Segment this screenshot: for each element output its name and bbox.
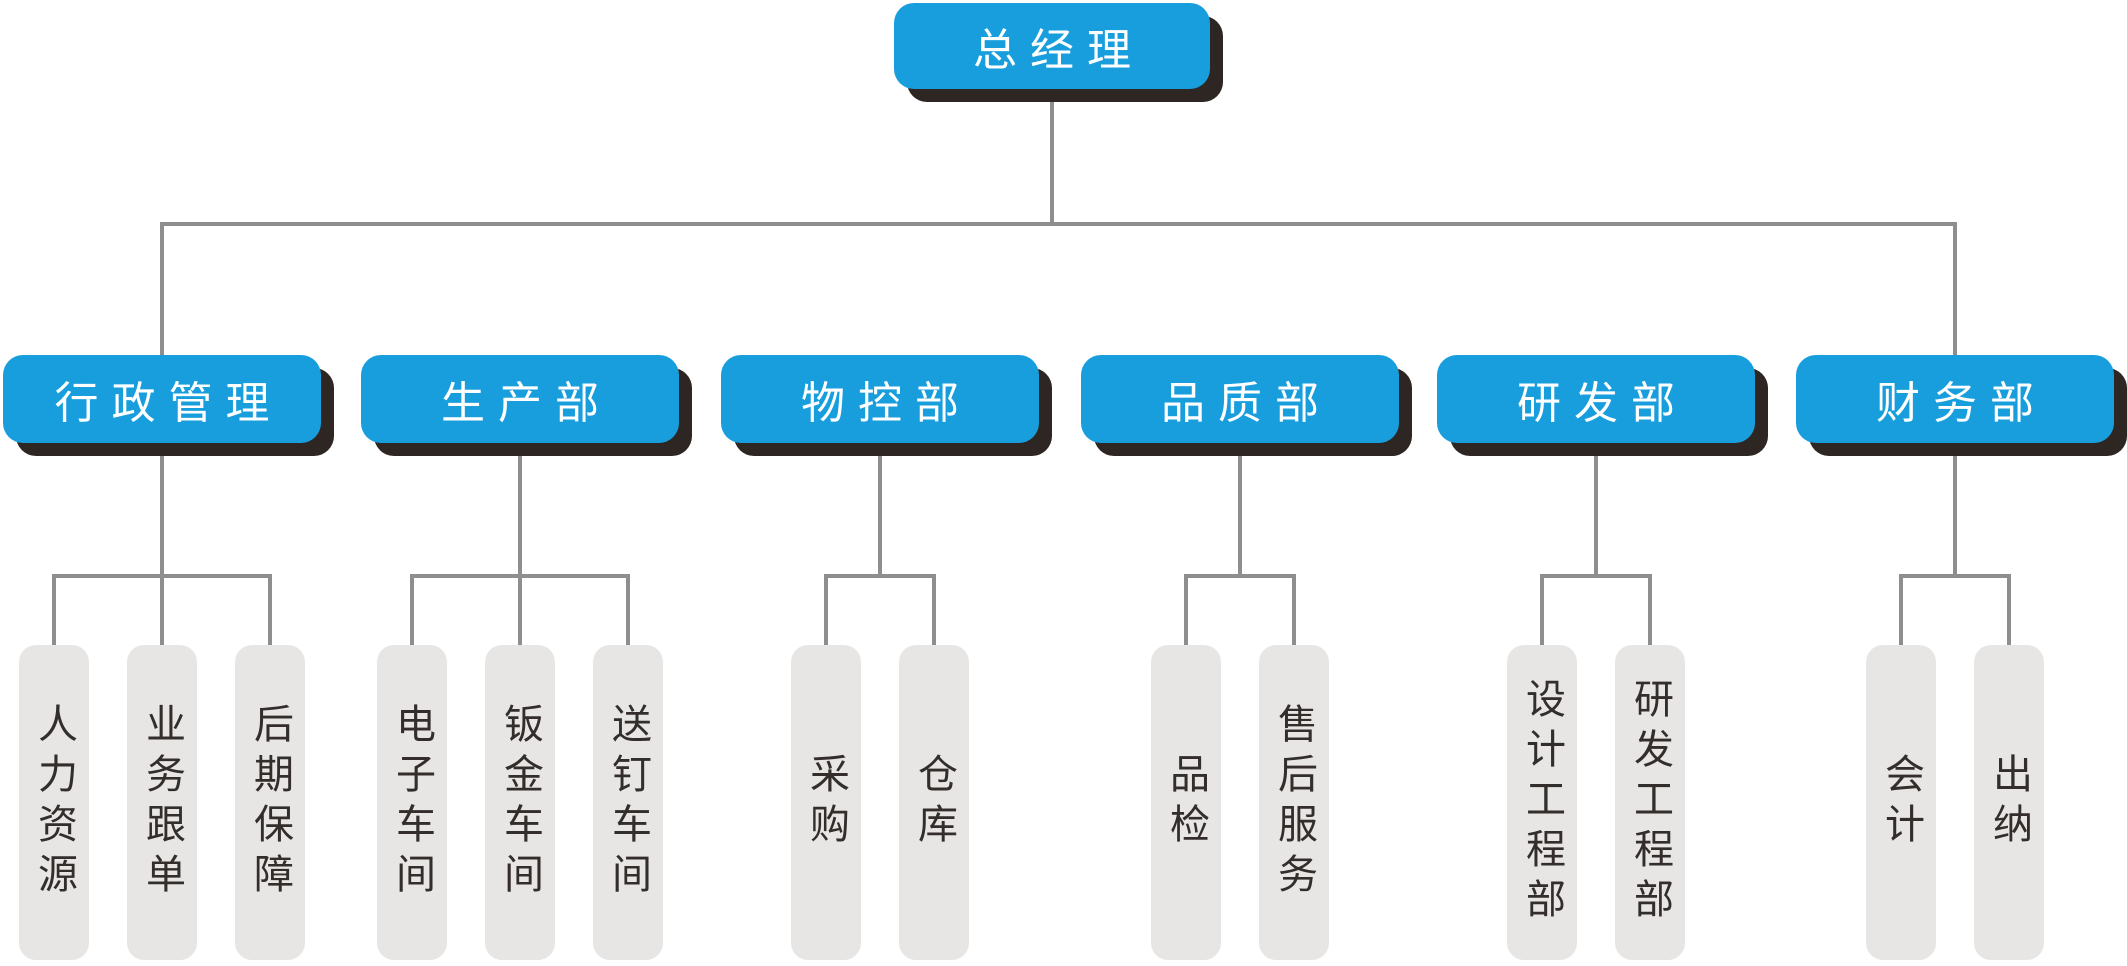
sub-node-label: 人力资源 [32, 702, 76, 903]
connector-child-drop [1648, 574, 1652, 645]
sub-node-accounting: 会计 [1866, 645, 1936, 960]
sub-node-label: 后期保障 [248, 702, 292, 903]
connector-dept-stem-5 [1953, 443, 1957, 576]
dept-node-label: 生产部 [441, 379, 612, 428]
dept-node-admin-management: 行政管理 [3, 355, 321, 443]
sub-node-label: 售后服务 [1272, 702, 1316, 903]
connector-child-drop [160, 574, 164, 645]
sub-node-cashier: 出纳 [1974, 645, 2044, 960]
connector-dept-stem-2 [878, 443, 882, 576]
sub-node-label: 钣金车间 [498, 702, 542, 903]
dept-node-label: 财务部 [1876, 379, 2047, 428]
dept-node-label: 物控部 [801, 379, 972, 428]
sub-node-label: 送钉车间 [606, 702, 650, 903]
sub-node-sheet-metal-workshop: 钣金车间 [485, 645, 555, 960]
sub-node-purchasing: 采购 [791, 645, 861, 960]
sub-node-label: 出纳 [1987, 752, 2031, 853]
connector-child-drop [626, 574, 630, 645]
connector-child-drop [518, 574, 522, 645]
connector-main-rail [160, 222, 1957, 226]
dept-node-production: 生产部 [361, 355, 679, 443]
sub-node-nailing-workshop: 送钉车间 [593, 645, 663, 960]
sub-node-label: 仓库 [912, 752, 956, 853]
org-node-general-manager: 总经理 [894, 3, 1210, 89]
connector-dept-stem-4 [1594, 443, 1598, 576]
connector-bracket-2 [824, 574, 936, 578]
connector-dept-stem-1 [518, 443, 522, 576]
connector-rail-drop-left [160, 224, 164, 355]
connector-dept-stem-0 [160, 443, 164, 576]
sub-node-label: 品检 [1164, 752, 1208, 853]
dept-node-label: 研发部 [1517, 379, 1688, 428]
connector-child-drop [1292, 574, 1296, 645]
sub-node-after-sales-service: 售后服务 [1259, 645, 1329, 960]
sub-node-label: 业务跟单 [140, 702, 184, 903]
dept-node-rnd: 研发部 [1437, 355, 1755, 443]
sub-node-electronics-workshop: 电子车间 [377, 645, 447, 960]
connector-child-drop [824, 574, 828, 645]
sub-node-label: 电子车间 [390, 702, 434, 903]
sub-node-label: 会计 [1879, 752, 1923, 853]
sub-node-logistics-support: 后期保障 [235, 645, 305, 960]
connector-rail-drop-right [1953, 224, 1957, 355]
sub-node-label: 研发工程部 [1628, 677, 1672, 928]
sub-node-order-tracking: 业务跟单 [127, 645, 197, 960]
sub-node-design-engineering: 设计工程部 [1507, 645, 1577, 960]
connector-child-drop [932, 574, 936, 645]
connector-bracket-5 [1899, 574, 2011, 578]
sub-node-quality-inspection: 品检 [1151, 645, 1221, 960]
org-node-label: 总经理 [973, 26, 1144, 75]
sub-node-label: 设计工程部 [1520, 677, 1564, 928]
connector-child-drop [1899, 574, 1903, 645]
sub-node-human-resources: 人力资源 [19, 645, 89, 960]
connector-child-drop [52, 574, 56, 645]
connector-bracket-4 [1540, 574, 1652, 578]
connector-child-drop [1540, 574, 1544, 645]
dept-node-material-control: 物控部 [721, 355, 1039, 443]
connector-dept-stem-3 [1238, 443, 1242, 576]
connector-child-drop [2007, 574, 2011, 645]
dept-node-quality: 品质部 [1081, 355, 1399, 443]
dept-node-label: 行政管理 [54, 379, 283, 428]
connector-child-drop [410, 574, 414, 645]
dept-node-finance: 财务部 [1796, 355, 2114, 443]
sub-node-rnd-engineering: 研发工程部 [1615, 645, 1685, 960]
connector-root-stem [1050, 89, 1054, 224]
connector-bracket-3 [1184, 574, 1296, 578]
connector-child-drop [268, 574, 272, 645]
dept-node-label: 品质部 [1161, 379, 1332, 428]
sub-node-warehouse: 仓库 [899, 645, 969, 960]
sub-node-label: 采购 [804, 752, 848, 853]
connector-child-drop [1184, 574, 1188, 645]
